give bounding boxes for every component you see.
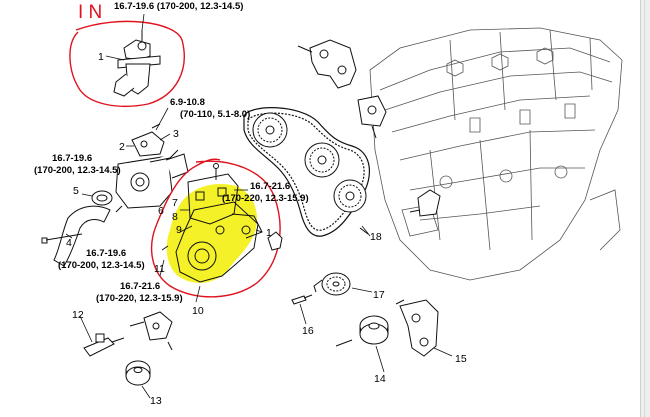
thermostat bbox=[91, 190, 113, 206]
lower-pulley bbox=[125, 360, 151, 386]
callout-1: 1 bbox=[98, 51, 104, 63]
coolant-hose bbox=[53, 205, 111, 267]
torque-spec-2-line2: (70-110, 5.1-8.0) bbox=[180, 109, 250, 120]
torque-spec-3-line1: 16.7-19.6 bbox=[52, 153, 92, 164]
torque-spec-5-line2: (170-200, 12.3-14.5) bbox=[58, 260, 145, 271]
callout-15: 15 bbox=[455, 353, 467, 365]
torque-spec-4-line2: (170-220, 12.3-15.9) bbox=[222, 193, 309, 204]
tensioner-bolt bbox=[335, 339, 353, 347]
callout-13: 13 bbox=[150, 395, 162, 407]
cam-sprocket-1 bbox=[252, 112, 288, 148]
callout-7: 7 bbox=[172, 197, 178, 209]
inlet-annotation-circle bbox=[69, 20, 185, 107]
upper-bracket bbox=[297, 39, 357, 89]
callout-17: 17 bbox=[373, 289, 385, 301]
callout-5: 5 bbox=[73, 185, 79, 197]
water-pump bbox=[175, 201, 263, 283]
callout-9: 9 bbox=[176, 224, 182, 236]
torque-spec-1: 16.7-19.6 (170-200, 12.3-14.5) bbox=[114, 1, 243, 12]
torque-spec-6-line2: (170-220, 12.3-15.9) bbox=[96, 293, 183, 304]
belt-tensioner-bolt bbox=[359, 227, 369, 235]
callout-3: 3 bbox=[173, 128, 179, 140]
page-edge bbox=[640, 0, 650, 417]
torque-spec-5-line1: 16.7-19.6 bbox=[86, 248, 126, 259]
thermostat-cover bbox=[131, 123, 165, 157]
engine-block bbox=[369, 27, 623, 281]
heater-pipe-bracket bbox=[129, 311, 173, 351]
cam-sprocket-2 bbox=[304, 142, 340, 178]
tensioner-pulley bbox=[359, 315, 389, 345]
torque-spec-2-line1: 6.9-10.8 bbox=[170, 97, 205, 108]
torque-spec-3-line2: (170-200, 12.3-14.5) bbox=[34, 165, 121, 176]
idler-pulley bbox=[313, 272, 351, 296]
long-bolt bbox=[41, 233, 83, 244]
leader-lines bbox=[65, 13, 453, 399]
pump-bolts bbox=[161, 163, 219, 251]
torque-spec-4-line1: 16.7-21.6 bbox=[250, 181, 290, 192]
thermostat-bolt bbox=[115, 205, 123, 213]
engine-mount-bracket bbox=[409, 189, 441, 217]
pump-side-fitting bbox=[267, 231, 283, 251]
callout-8: 8 bbox=[172, 211, 178, 223]
callout-18: 18 bbox=[370, 231, 382, 243]
inlet-fitting bbox=[113, 30, 161, 97]
torque-spec-6-line1: 16.7-21.6 bbox=[120, 281, 160, 292]
crank-sprocket bbox=[333, 179, 367, 213]
tensioner-bracket bbox=[395, 299, 439, 357]
heater-pipe bbox=[83, 333, 125, 357]
pump-annotation-circle bbox=[150, 158, 281, 298]
in-annotation-label: I N bbox=[78, 2, 102, 23]
stud-bolt bbox=[291, 294, 313, 305]
page-edge-line bbox=[644, 0, 645, 417]
callout-11: 11 bbox=[154, 263, 165, 275]
timing-belt bbox=[243, 107, 370, 237]
thermostat-housing bbox=[115, 149, 189, 209]
callout-14: 14 bbox=[374, 373, 386, 385]
callout-12: 12 bbox=[72, 309, 84, 321]
callout-10: 10 bbox=[192, 305, 204, 317]
callout-16: 16 bbox=[302, 325, 314, 337]
idler-bracket bbox=[357, 95, 387, 139]
callout-1-pump-side: 1 bbox=[266, 227, 272, 239]
callout-4: 4 bbox=[66, 237, 72, 249]
callout-6: 6 bbox=[158, 205, 164, 217]
callout-2: 2 bbox=[119, 141, 125, 153]
